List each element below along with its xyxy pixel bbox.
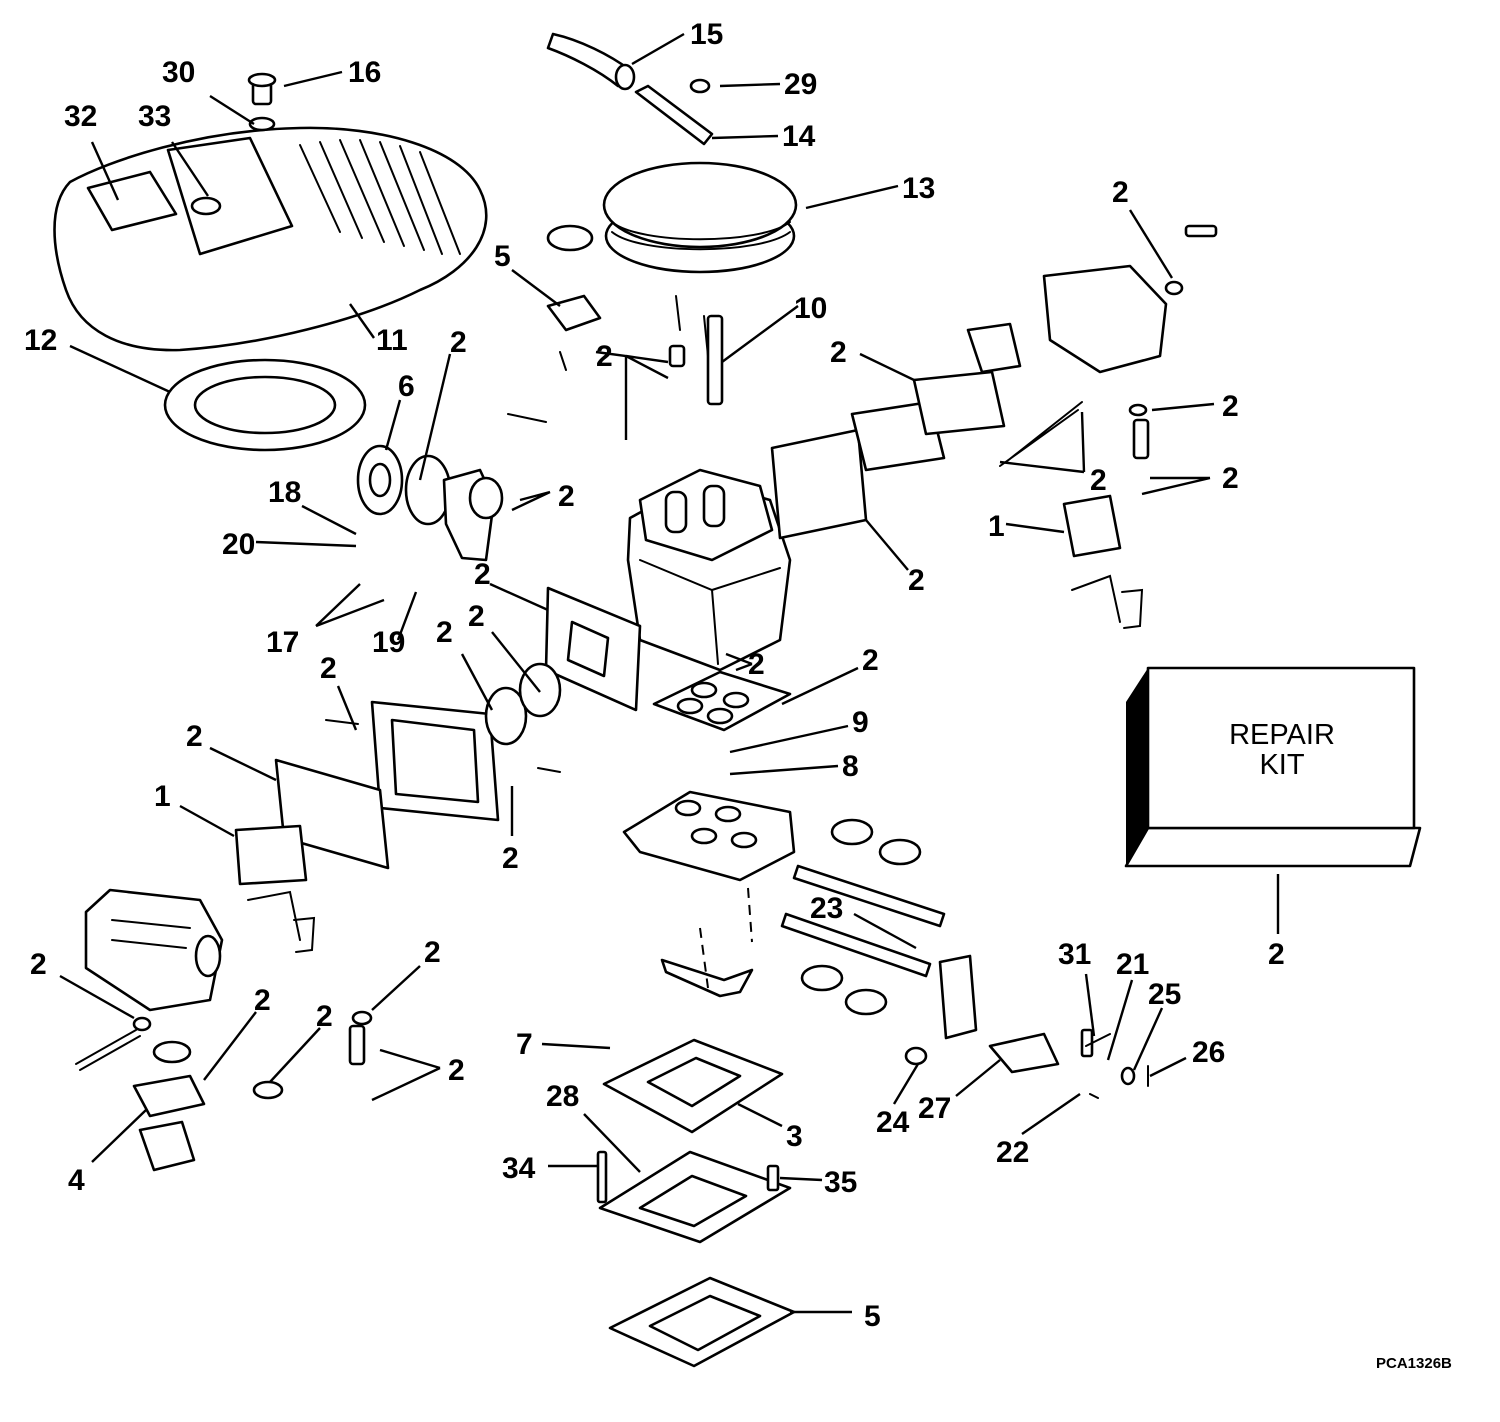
label-12: 12 <box>24 324 57 357</box>
label-2-h: 2 <box>558 480 575 513</box>
label-18: 18 <box>268 476 301 509</box>
flame-arrestor <box>602 161 798 274</box>
label-2-d: 2 <box>1222 390 1239 423</box>
label-33: 33 <box>138 100 171 133</box>
label-2-v: 2 <box>448 1054 465 1087</box>
label-28: 28 <box>546 1080 579 1113</box>
adapter-gasket <box>608 1276 796 1368</box>
label-6: 6 <box>398 370 415 403</box>
label-16: 16 <box>348 56 381 89</box>
label-24: 24 <box>876 1106 910 1139</box>
label-4: 4 <box>68 1164 85 1197</box>
label-2-i: 2 <box>450 326 467 359</box>
label-2-u: 2 <box>424 936 441 969</box>
repair-kit-line1: REPAIR <box>1229 719 1335 751</box>
label-34: 34 <box>502 1152 536 1185</box>
throttle-plates <box>800 818 922 1016</box>
metering-plate-right <box>770 428 868 540</box>
label-30: 30 <box>162 56 195 89</box>
label-2-j: 2 <box>474 558 491 591</box>
label-1-right: 1 <box>988 510 1005 543</box>
hardware-dashes <box>699 887 753 989</box>
cover-screw <box>247 72 277 132</box>
fuel-vent-hose <box>546 32 714 146</box>
float-left <box>234 824 316 953</box>
flame-arrestor-cover <box>53 126 488 352</box>
float-right <box>1062 494 1144 629</box>
label-25: 25 <box>1148 978 1181 1011</box>
label-35: 35 <box>824 1166 857 1199</box>
label-15: 15 <box>690 18 723 51</box>
label-2-l: 2 <box>436 616 453 649</box>
label-10: 10 <box>794 292 827 325</box>
label-13: 13 <box>902 172 935 205</box>
secondary-gaskets <box>850 370 1006 472</box>
label-2-b: 2 <box>1112 176 1129 209</box>
float-bowl-right <box>966 264 1168 374</box>
small-fittings <box>75 224 1218 1204</box>
label-27: 27 <box>918 1092 951 1125</box>
label-2-q: 2 <box>502 842 519 875</box>
label-26: 26 <box>1192 1036 1225 1069</box>
label-19: 19 <box>372 626 405 659</box>
throttle-shafts <box>780 864 946 978</box>
label-2-w: 2 <box>1268 938 1285 971</box>
label-2-g: 2 <box>908 564 925 597</box>
label-2-p: 2 <box>186 720 203 753</box>
label-8: 8 <box>842 750 859 783</box>
label-2-o: 2 <box>320 652 337 685</box>
throttle-body-base <box>622 790 796 882</box>
accelerator-pump-left <box>132 1040 206 1172</box>
label-2-r: 2 <box>30 948 47 981</box>
label-5-bottom: 5 <box>864 1300 881 1333</box>
choke-thermostat <box>484 662 562 746</box>
label-32: 32 <box>64 100 97 133</box>
label-1-left: 1 <box>154 780 171 813</box>
fuel-pump-left <box>84 888 224 1012</box>
label-2-t: 2 <box>316 1000 333 1033</box>
label-2-a: 2 <box>596 340 613 373</box>
accelerator-pump-lever <box>660 958 754 998</box>
label-7: 7 <box>516 1028 533 1061</box>
throttle-linkage <box>988 1032 1060 1074</box>
float-bowl-left <box>370 700 500 822</box>
label-11: 11 <box>376 324 408 357</box>
arrestor-gasket <box>163 358 367 452</box>
repair-kit-line2: KIT <box>1259 749 1304 781</box>
label-21: 21 <box>1116 948 1149 981</box>
label-31: 31 <box>1058 938 1091 971</box>
choke-pulloff <box>356 444 452 526</box>
bowl-gasket-left <box>274 758 390 870</box>
drawing-code: PCA1326B <box>1376 1355 1452 1372</box>
part-number-labels: 15 29 14 13 30 16 32 33 11 12 5 10 2 2 2… <box>24 18 1452 1372</box>
label-29: 29 <box>784 68 817 101</box>
leader-lines <box>59 32 1280 1314</box>
label-2-n: 2 <box>862 644 879 677</box>
label-23: 23 <box>810 892 843 925</box>
label-3: 3 <box>786 1120 803 1153</box>
base-gasket-lower <box>602 1038 784 1134</box>
base-gasket-top <box>652 670 792 732</box>
label-9: 9 <box>852 706 869 739</box>
label-22: 22 <box>996 1136 1029 1169</box>
throttle-lever <box>938 954 978 1040</box>
label-2-e: 2 <box>1222 462 1239 495</box>
vacuum-diaphragm <box>546 224 602 332</box>
label-2-s: 2 <box>254 984 271 1017</box>
label-5-top: 5 <box>494 240 511 273</box>
choke-housing <box>442 468 504 562</box>
repair-kit-box <box>1124 666 1422 868</box>
label-2-f: 2 <box>1090 464 1107 497</box>
carburetor-adapter <box>598 1150 792 1244</box>
throttle-body-upper <box>626 468 792 672</box>
label-17: 17 <box>266 626 299 659</box>
label-2-k: 2 <box>468 600 485 633</box>
label-2-m: 2 <box>748 648 765 681</box>
metering-plate-left <box>544 586 642 712</box>
label-20: 20 <box>222 528 255 561</box>
label-14: 14 <box>782 120 816 153</box>
label-2-c: 2 <box>830 336 847 369</box>
